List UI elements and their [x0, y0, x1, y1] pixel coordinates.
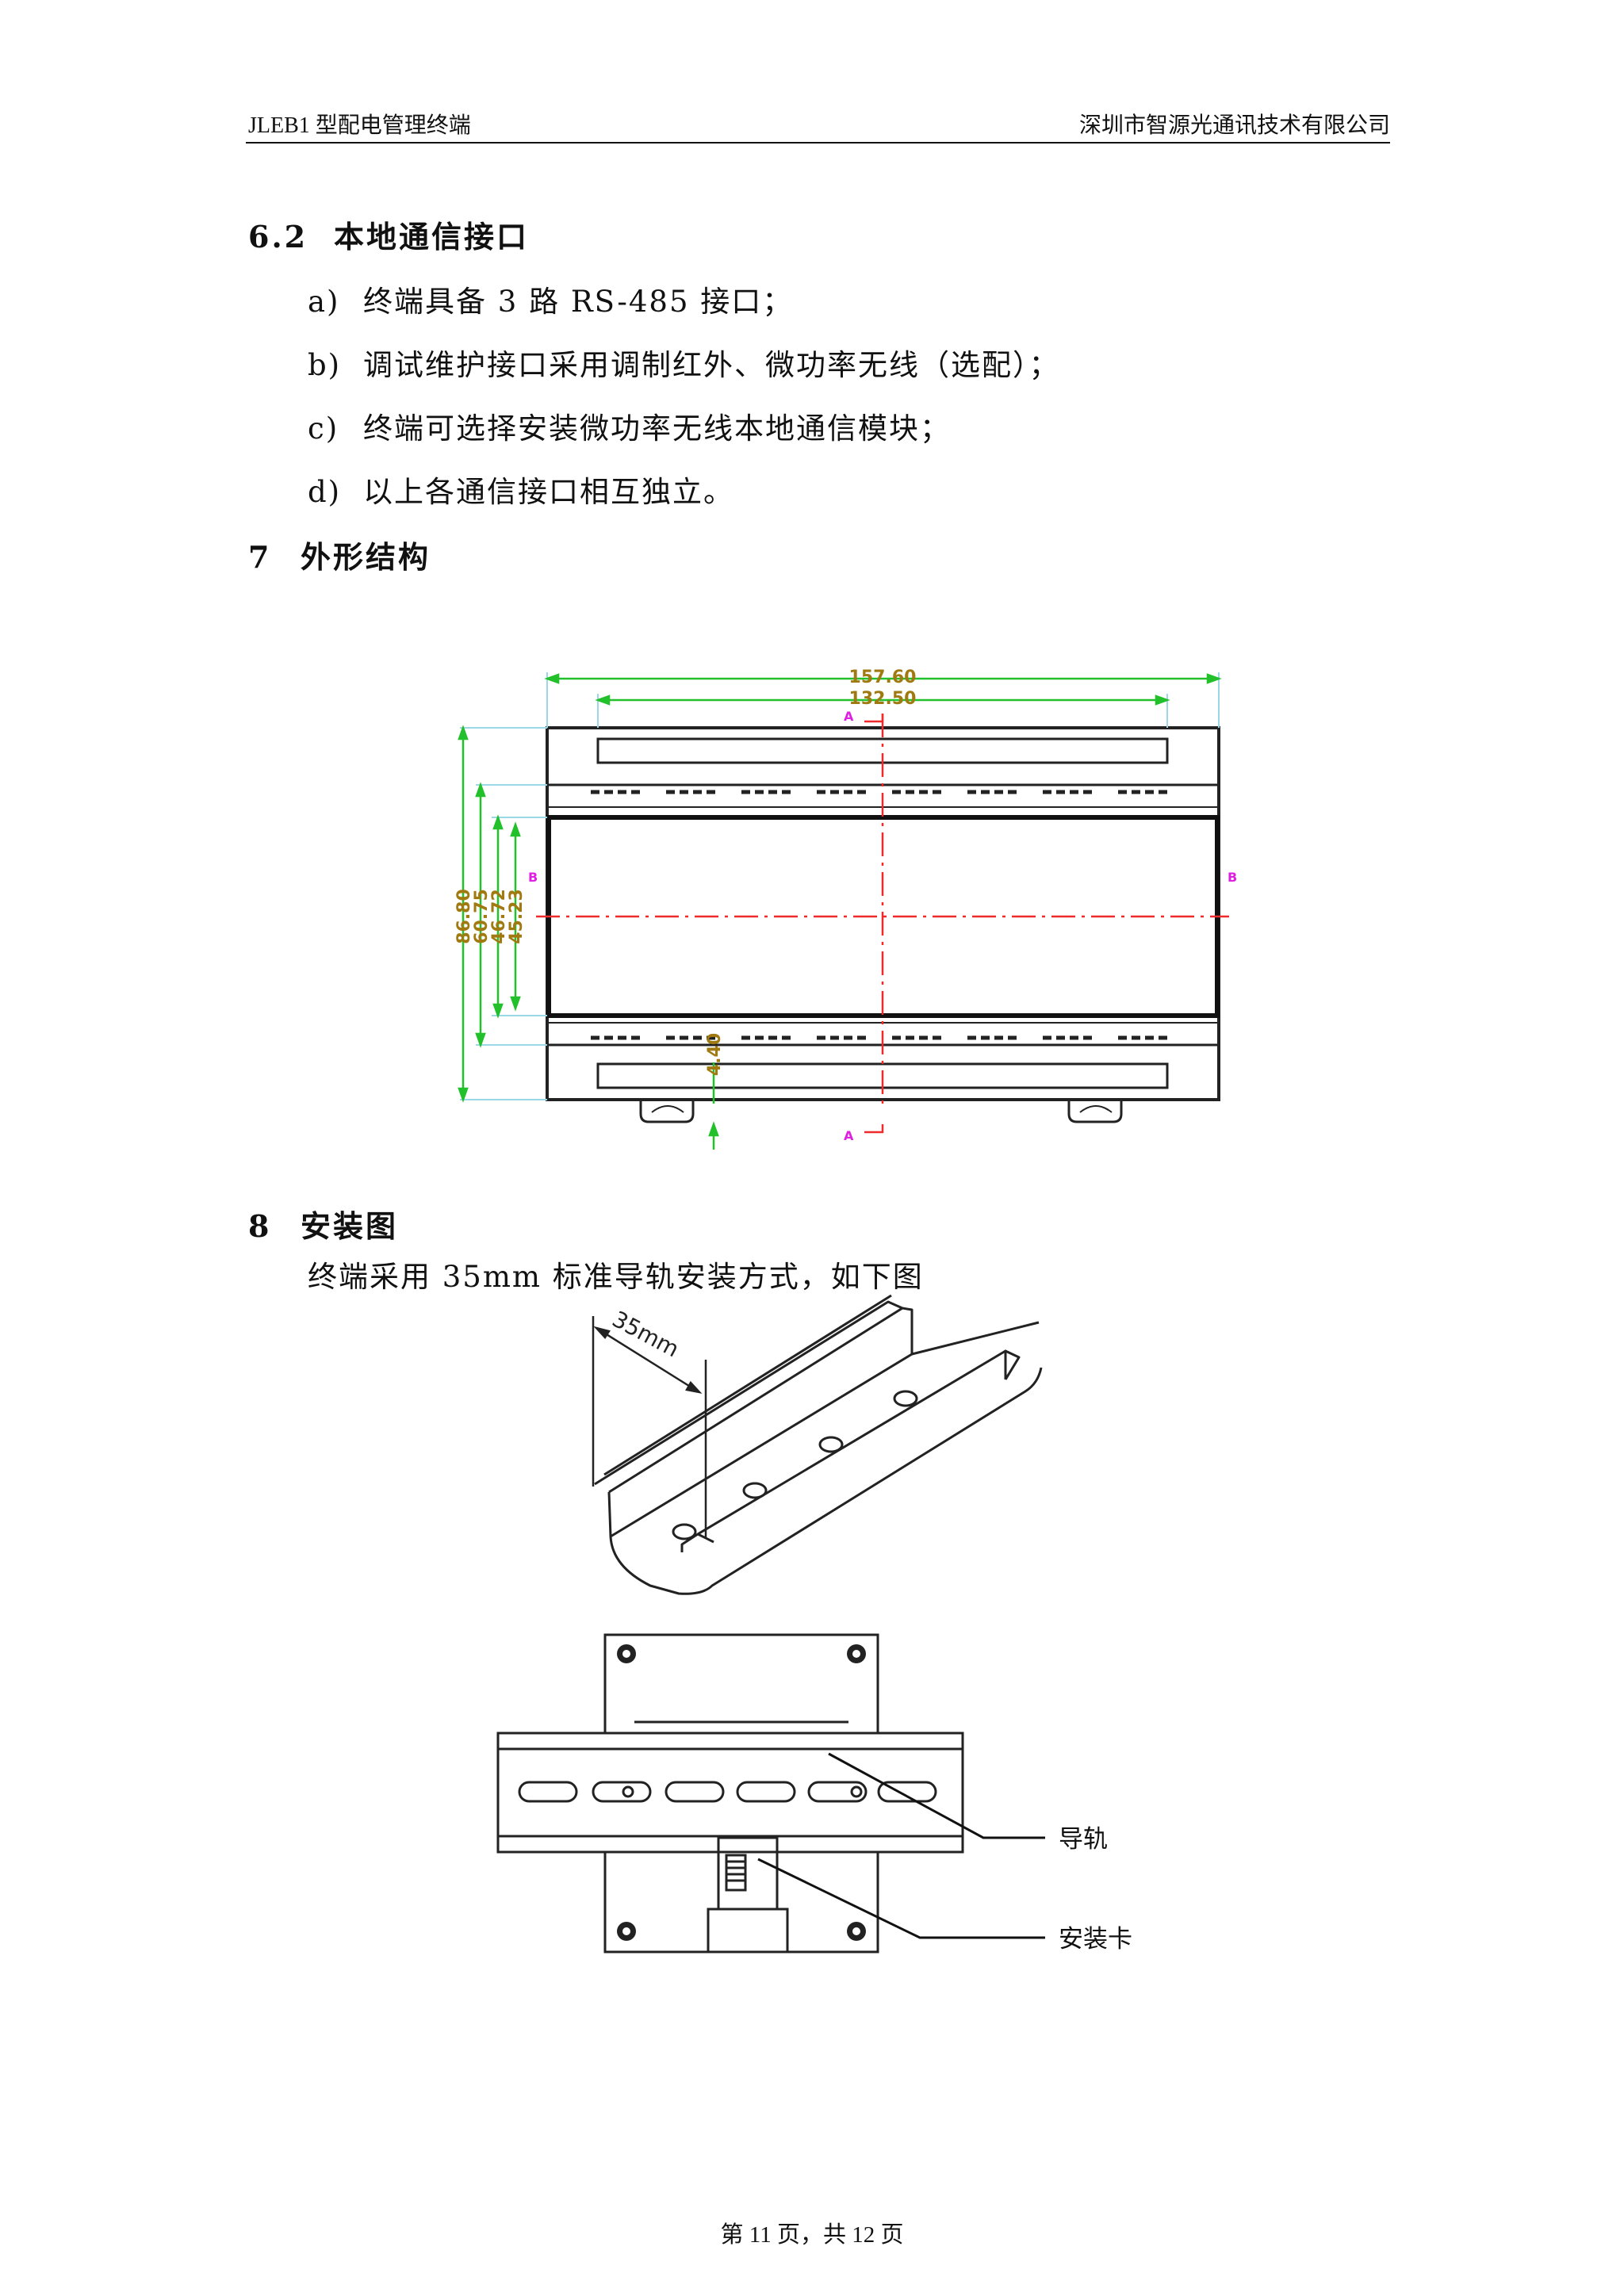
list-text: 终端可选择安装微功率无线本地通信模块；	[363, 411, 951, 446]
callout-clip: 安装卡	[1059, 1925, 1132, 1954]
section-8-title: 安装图	[301, 1208, 399, 1244]
section-marker-b-left: B	[528, 870, 538, 885]
centre-lines	[536, 714, 1229, 1106]
dimension-lines	[458, 673, 1222, 1150]
din-clip-right	[1067, 1100, 1123, 1123]
section-7-number: 7	[248, 539, 272, 575]
list-item: a) 终端具备 3 路 RS-485 接口；	[308, 277, 793, 320]
page-footer: 第 11 页，共 12 页	[720, 2222, 904, 2248]
dim-label-overall-width: 157.60	[849, 668, 917, 687]
section-6-2-title: 本地通信接口	[334, 219, 530, 254]
section-marker-a-bottom: A	[844, 1128, 854, 1143]
leader-clip	[757, 1858, 1045, 1939]
list-marker: d)	[308, 475, 342, 509]
header-doc-title: JLEB1 型配电管理终端	[248, 113, 471, 138]
section-marker-a-top: A	[844, 709, 854, 724]
callout-rail: 导轨	[1059, 1825, 1108, 1854]
din-clip-left	[639, 1100, 695, 1123]
dim-label-h2: 60.75	[472, 889, 492, 944]
dim-label-small: 4.40	[705, 1033, 725, 1076]
upper-plate	[603, 1633, 879, 1735]
list-marker: b)	[308, 348, 342, 382]
header-rule	[246, 142, 1390, 144]
section-7-heading: 7 外形结构	[248, 533, 431, 576]
section-8-intro: 终端采用 35mm 标准导轨安装方式，如下图	[308, 1260, 924, 1294]
list-item: d) 以上各通信接口相互独立。	[308, 468, 734, 511]
section-6-2-heading: 6.2 本地通信接口	[248, 212, 529, 256]
dim-label-overall-height: 86.80	[454, 889, 474, 944]
section-marker-b-right: B	[1228, 870, 1237, 885]
section-8-number: 8	[248, 1208, 272, 1244]
list-item: b) 调试维护接口采用调制红外、微功率无线（选配）；	[308, 341, 1060, 384]
dim-label-inner-width: 132.50	[849, 689, 917, 709]
list-marker: a)	[308, 285, 340, 319]
header-company: 深圳市智源光通讯技术有限公司	[1078, 113, 1390, 138]
section-8-heading: 8 安装图	[248, 1202, 398, 1246]
section-6-2-number: 6.2	[248, 219, 308, 254]
rail-body	[496, 1732, 964, 1854]
rail-top-flange	[594, 1300, 904, 1494]
leader-rail	[828, 1752, 1045, 1839]
list-marker: c)	[308, 411, 339, 446]
list-text: 以上各通信接口相互独立。	[363, 475, 734, 509]
list-text: 终端具备 3 路 RS-485 接口；	[363, 285, 794, 319]
section-7-title: 外形结构	[301, 539, 431, 575]
list-text: 调试维护接口采用调制红外、微功率无线（选配）；	[363, 348, 1060, 382]
list-item: c) 终端可选择安装微功率无线本地通信模块；	[308, 404, 951, 447]
dim-label-h4: 45.23	[507, 889, 527, 944]
dim-label-h3: 46.72	[489, 889, 509, 944]
lower-plate	[603, 1852, 718, 1954]
